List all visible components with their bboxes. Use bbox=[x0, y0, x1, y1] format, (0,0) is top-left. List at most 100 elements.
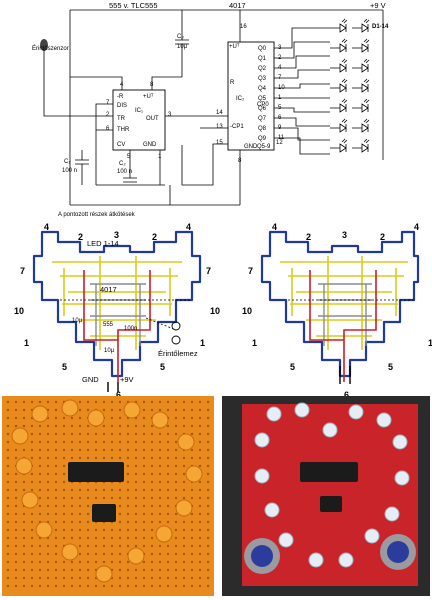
board-hole bbox=[110, 536, 114, 540]
board-hole bbox=[118, 544, 122, 548]
board-hole bbox=[182, 560, 186, 564]
board-hole bbox=[30, 512, 34, 516]
board-hole bbox=[54, 504, 58, 508]
board-hole bbox=[86, 440, 90, 444]
board-hole bbox=[86, 408, 90, 412]
board-hole bbox=[158, 560, 162, 564]
led-icon bbox=[352, 78, 370, 93]
ic2-name: IC₂ bbox=[236, 96, 245, 102]
board-hole bbox=[134, 536, 138, 540]
ic2-pin16: 16 bbox=[240, 24, 247, 30]
board-hole bbox=[6, 536, 10, 540]
board-hole bbox=[70, 456, 74, 460]
board-hole bbox=[166, 512, 170, 516]
board-hole bbox=[38, 584, 42, 588]
board-hole bbox=[22, 536, 26, 540]
layout-number-bottom: 6 bbox=[116, 390, 121, 400]
board-hole bbox=[190, 552, 194, 556]
board-hole bbox=[142, 432, 146, 436]
board-hole bbox=[102, 440, 106, 444]
board-hole bbox=[198, 488, 202, 492]
board-hole bbox=[150, 536, 154, 540]
board-hole bbox=[126, 464, 130, 468]
board-hole bbox=[150, 432, 154, 436]
c3-label: C₃ bbox=[177, 34, 184, 40]
board-hole bbox=[6, 552, 10, 556]
board-hole bbox=[70, 432, 74, 436]
board-hole bbox=[118, 576, 122, 580]
board-hole bbox=[70, 520, 74, 524]
board-hole bbox=[174, 456, 178, 460]
board-hole bbox=[206, 416, 210, 420]
board-hole bbox=[86, 544, 90, 548]
board-hole bbox=[190, 456, 194, 460]
board-hole bbox=[46, 544, 50, 548]
led-icon bbox=[352, 58, 370, 73]
board-hole bbox=[198, 512, 202, 516]
board-hole bbox=[198, 560, 202, 564]
board-hole bbox=[22, 488, 26, 492]
touch-sensor-icon bbox=[40, 39, 48, 51]
ic1-pin-dis: DIS bbox=[117, 103, 127, 109]
board-hole bbox=[206, 528, 210, 532]
board-hole bbox=[174, 464, 178, 468]
board-hole bbox=[198, 408, 202, 412]
board-hole bbox=[198, 416, 202, 420]
led-icon bbox=[352, 38, 370, 53]
c3-value: 10μ bbox=[177, 44, 188, 50]
ic2-output-q9: Q9 bbox=[258, 136, 267, 142]
board-hole bbox=[6, 472, 10, 476]
board-hole bbox=[6, 504, 10, 508]
board-hole bbox=[30, 448, 34, 452]
board-hole bbox=[158, 448, 162, 452]
board-hole bbox=[86, 568, 90, 572]
led-photo bbox=[338, 552, 354, 568]
board-hole bbox=[70, 576, 74, 580]
board-hole bbox=[142, 584, 146, 588]
board-hole bbox=[30, 552, 34, 556]
led-icon bbox=[330, 78, 348, 93]
board-hole bbox=[126, 584, 130, 588]
board-hole bbox=[158, 456, 162, 460]
board-hole bbox=[118, 440, 122, 444]
layout-number-top: 2 bbox=[78, 232, 83, 242]
board-hole bbox=[166, 584, 170, 588]
ic1-pin6: 6 bbox=[106, 126, 110, 132]
board-hole bbox=[62, 488, 66, 492]
board-hole bbox=[46, 480, 50, 484]
board-hole bbox=[118, 448, 122, 452]
board-hole bbox=[198, 480, 202, 484]
board-hole bbox=[206, 560, 210, 564]
board-hole bbox=[62, 520, 66, 524]
board-hole bbox=[78, 520, 82, 524]
board-hole bbox=[38, 440, 42, 444]
board-hole bbox=[78, 568, 82, 572]
board-hole bbox=[206, 544, 210, 548]
board-hole bbox=[110, 448, 114, 452]
board-hole bbox=[54, 560, 58, 564]
board-hole bbox=[78, 560, 82, 564]
led-icon bbox=[330, 98, 348, 113]
board-hole bbox=[150, 512, 154, 516]
board-hole bbox=[78, 424, 82, 428]
board-hole bbox=[174, 512, 178, 516]
cap-c-label: 10µ bbox=[104, 348, 115, 354]
c2-label: C₂ bbox=[119, 161, 126, 167]
board-hole bbox=[118, 584, 122, 588]
ic1-pin-out: OUT bbox=[146, 116, 159, 122]
board-hole bbox=[150, 472, 154, 476]
sensor-label: Érintőszenzor bbox=[32, 45, 69, 52]
ic1-pin-gnd: GND bbox=[143, 142, 157, 148]
board-hole bbox=[30, 440, 34, 444]
board-hole bbox=[150, 424, 154, 428]
board-hole bbox=[142, 440, 146, 444]
board-hole bbox=[206, 408, 210, 412]
led-photo bbox=[264, 502, 280, 518]
board-hole bbox=[182, 584, 186, 588]
board-hole bbox=[30, 536, 34, 540]
board-hole bbox=[206, 456, 210, 460]
board-hole bbox=[134, 432, 138, 436]
board-hole bbox=[134, 480, 138, 484]
board-hole bbox=[118, 408, 122, 412]
board-hole bbox=[158, 408, 162, 412]
